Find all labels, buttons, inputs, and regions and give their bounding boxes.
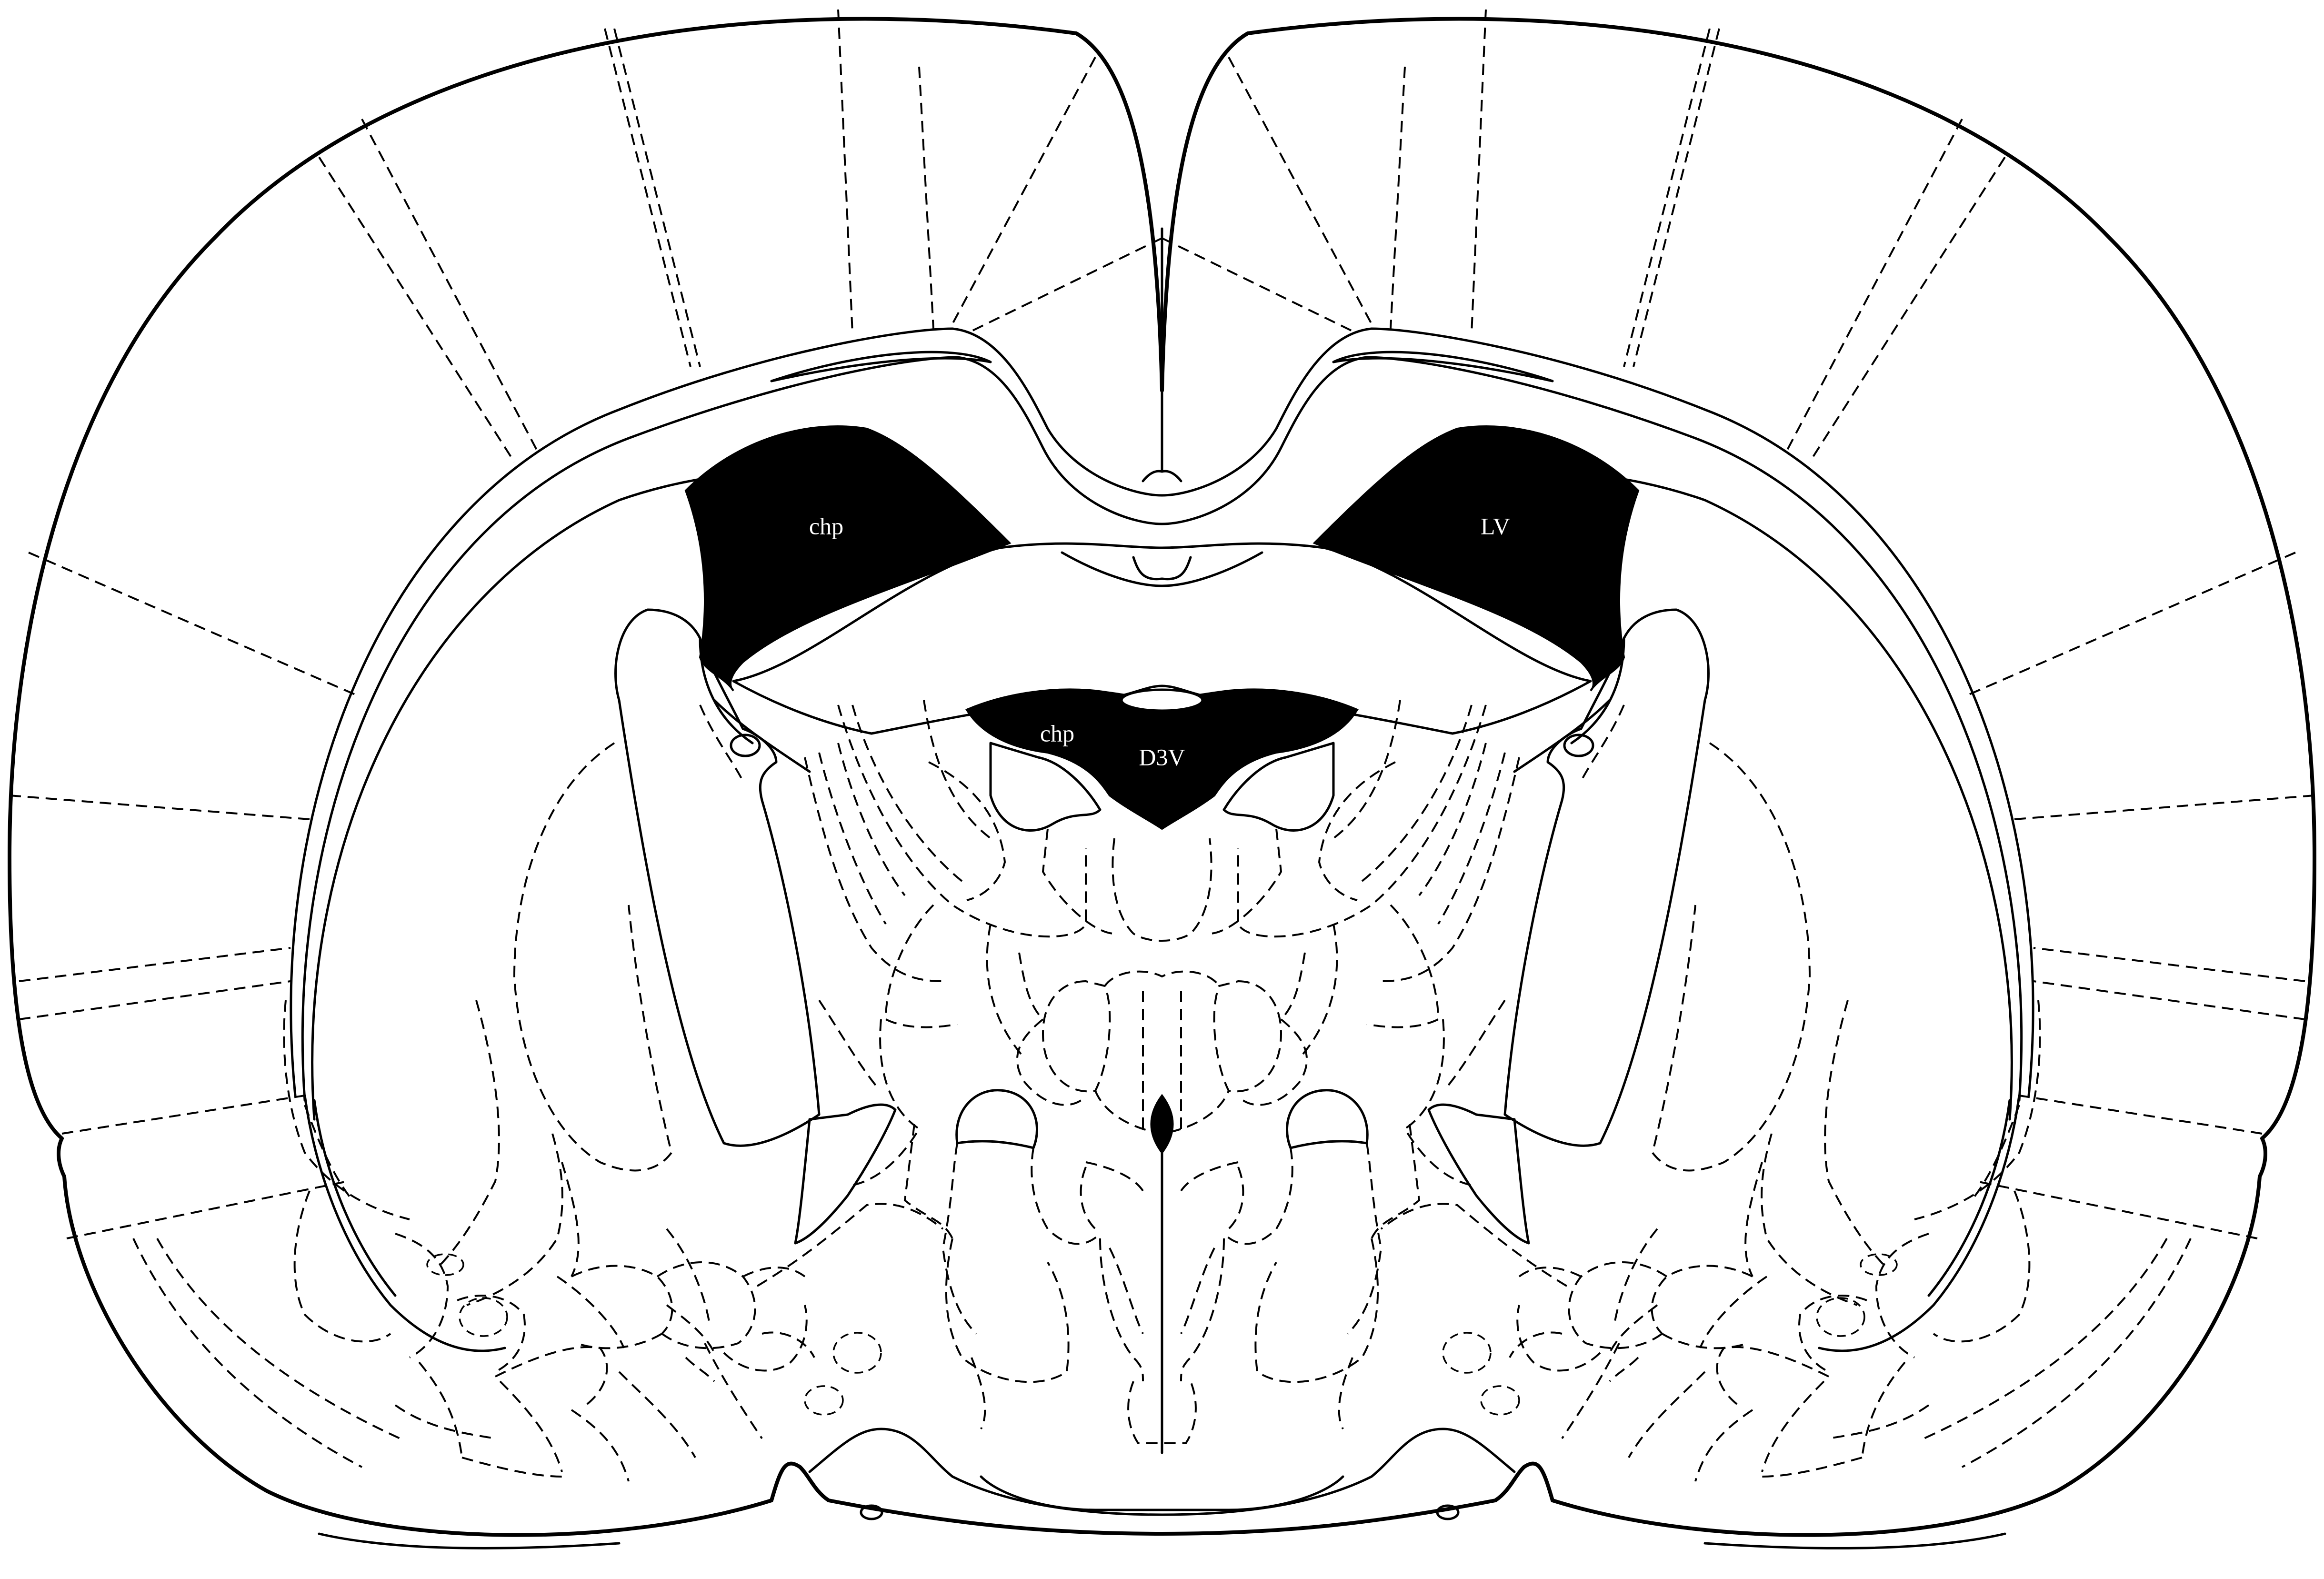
small-dashed-oval-left-1 (427, 1254, 463, 1275)
small-dashed-oval-left-3 (833, 1333, 881, 1373)
small-dashed-oval-right-1 (1861, 1254, 1897, 1275)
label-d3v: D3V (1139, 744, 1185, 770)
third-ventricle-slit (1152, 1096, 1173, 1153)
optic-tract-left (305, 1096, 505, 1351)
dorsal-hippocampal-commissure (1062, 553, 1262, 586)
optic-tract-right (1819, 1096, 2019, 1351)
small-dashed-oval-right-2 (1817, 1298, 1864, 1336)
lateral-ventricle-left (686, 426, 1010, 691)
fornix-ring-left (957, 1090, 1037, 1148)
fornix-ring-right (1287, 1090, 1368, 1148)
cortex-boundaries-left (10, 10, 1162, 1467)
small-dashed-oval-right-4 (1481, 1386, 1519, 1415)
fimbria-right (1162, 557, 1191, 579)
label-chp-center: chp (1040, 720, 1074, 746)
small-dashed-oval-left-2 (460, 1298, 507, 1336)
bottom-edge-arc-right (1705, 1534, 2005, 1548)
d3v-notch (1122, 690, 1202, 711)
small-dashed-oval-left-4 (805, 1386, 843, 1415)
amygdala-dashed-right (1510, 1000, 2040, 1481)
midline-small-curl (1143, 471, 1181, 481)
label-chp-left: chp (809, 513, 843, 539)
bottom-edge-arc-left (319, 1534, 619, 1548)
fimbria-left (1133, 557, 1162, 579)
lateral-ventricle-right (1314, 426, 1638, 691)
cortex-boundaries-right (1162, 10, 2314, 1467)
label-lv-right: LV (1481, 513, 1510, 539)
amygdala-dashed-left (284, 1000, 814, 1481)
small-dashed-oval-right-3 (1443, 1333, 1491, 1373)
